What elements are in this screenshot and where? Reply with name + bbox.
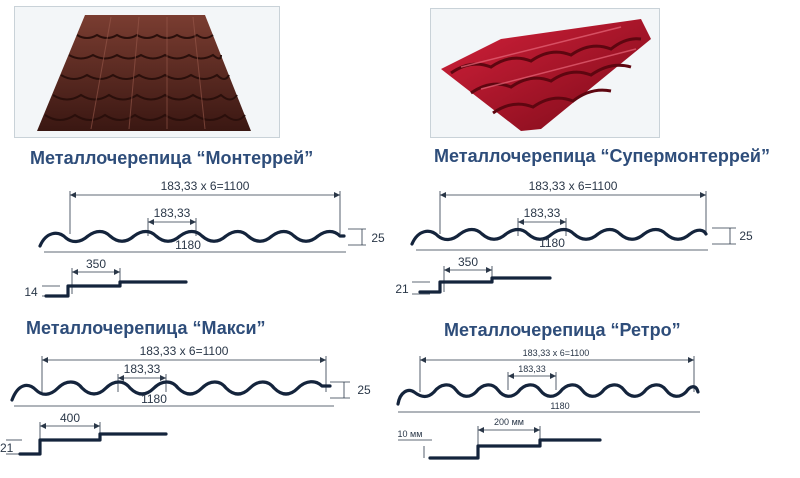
retro-total-label: 183,33 х 6=1100 [523,348,590,358]
monterrey-step-height-label: 14 [24,285,38,299]
supermonterrey-width-label: 1180 [539,236,565,250]
supermonterrey-title: Металлочерепица “Супермонтеррей” [434,146,770,166]
supermonterrey-photo [430,8,660,138]
monterrey-step-label: 183,33 [154,206,191,220]
supermonterrey-total-label: 183,33 х 6=1100 [529,179,618,193]
supermonterrey-step-label: 183,33 [524,206,561,220]
maxi-profile [10,380,332,402]
maxi-width-label: 1180 [141,392,167,406]
maxi-title: Металлочерепица “Макси” [26,318,266,338]
supermonterrey-step-height-label: 21 [395,282,409,296]
monterrey-step-len-label: 350 [86,257,106,271]
maxi-height-label: 25 [357,383,371,397]
retro-step-label: 183,33 [518,364,546,374]
monterrey-title: Металлочерепица “Монтеррей” [30,148,314,168]
retro-width-label: 1180 [550,401,569,411]
monterrey-total-label: 183,33 х 6=1100 [161,179,250,193]
retro-title: Металлочерепица “Ретро” [444,320,681,340]
maxi-step-height-label: 21 [0,441,14,455]
retro-profile [396,383,700,406]
retro-step-height-label: 10 мм [398,429,423,439]
supermonterrey-height-label: 25 [739,229,753,243]
retro-step-len-label: 200 мм [494,417,524,427]
maxi-step-label: 183,33 [124,362,161,376]
monterrey-photo [14,6,280,138]
maxi-step [18,432,168,456]
monterrey-height-label: 25 [371,231,385,245]
monterrey-step [44,280,188,298]
supermonterrey-profile [410,227,708,246]
supermonterrey-step-len-label: 350 [458,255,478,269]
maxi-total-label: 183,33 х 6=1100 [140,344,229,358]
retro-step [428,438,602,460]
monterrey-width-label: 1180 [175,238,201,252]
monterrey-profile [38,229,346,248]
supermonterrey-step [418,276,552,294]
maxi-step-len-label: 400 [60,411,80,425]
